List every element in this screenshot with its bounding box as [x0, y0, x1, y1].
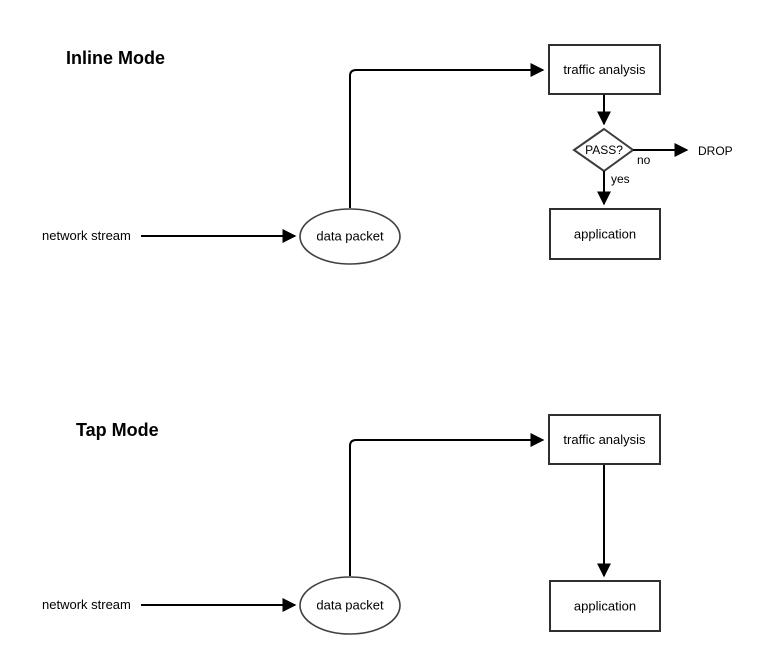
inline-arrow-packet-to-analysis	[349, 63, 545, 208]
tap-data-packet-node	[299, 576, 401, 635]
tap-traffic-analysis-node	[548, 414, 661, 465]
inline-decision-label: PASS?	[585, 143, 623, 157]
inline-traffic-analysis-label: traffic analysis	[563, 62, 646, 77]
inline-data-packet-label: data packet	[316, 229, 384, 244]
tap-network-stream-label: network stream	[42, 597, 131, 612]
tap-mode-section: Tap Mode network stream data packet traf…	[42, 414, 661, 635]
tap-mode-title: Tap Mode	[76, 420, 159, 440]
inline-mode-section: Inline Mode network stream data packet t…	[42, 44, 733, 265]
inline-application-node	[549, 208, 661, 260]
tap-data-packet-label: data packet	[316, 598, 384, 613]
inline-application-label: application	[574, 227, 636, 242]
inline-drop-label: DROP	[698, 144, 733, 158]
tap-traffic-analysis-label: traffic analysis	[563, 432, 646, 447]
inline-data-packet-node	[299, 208, 401, 265]
tap-arrow-packet-to-analysis	[349, 433, 545, 576]
inline-edge-yes-label: yes	[611, 172, 630, 186]
inline-mode-title: Inline Mode	[66, 48, 165, 68]
inline-network-stream-label: network stream	[42, 228, 131, 243]
tap-application-node	[549, 580, 661, 632]
tap-application-label: application	[574, 599, 636, 614]
inline-edge-no-label: no	[637, 153, 651, 167]
inline-traffic-analysis-node	[548, 44, 661, 95]
